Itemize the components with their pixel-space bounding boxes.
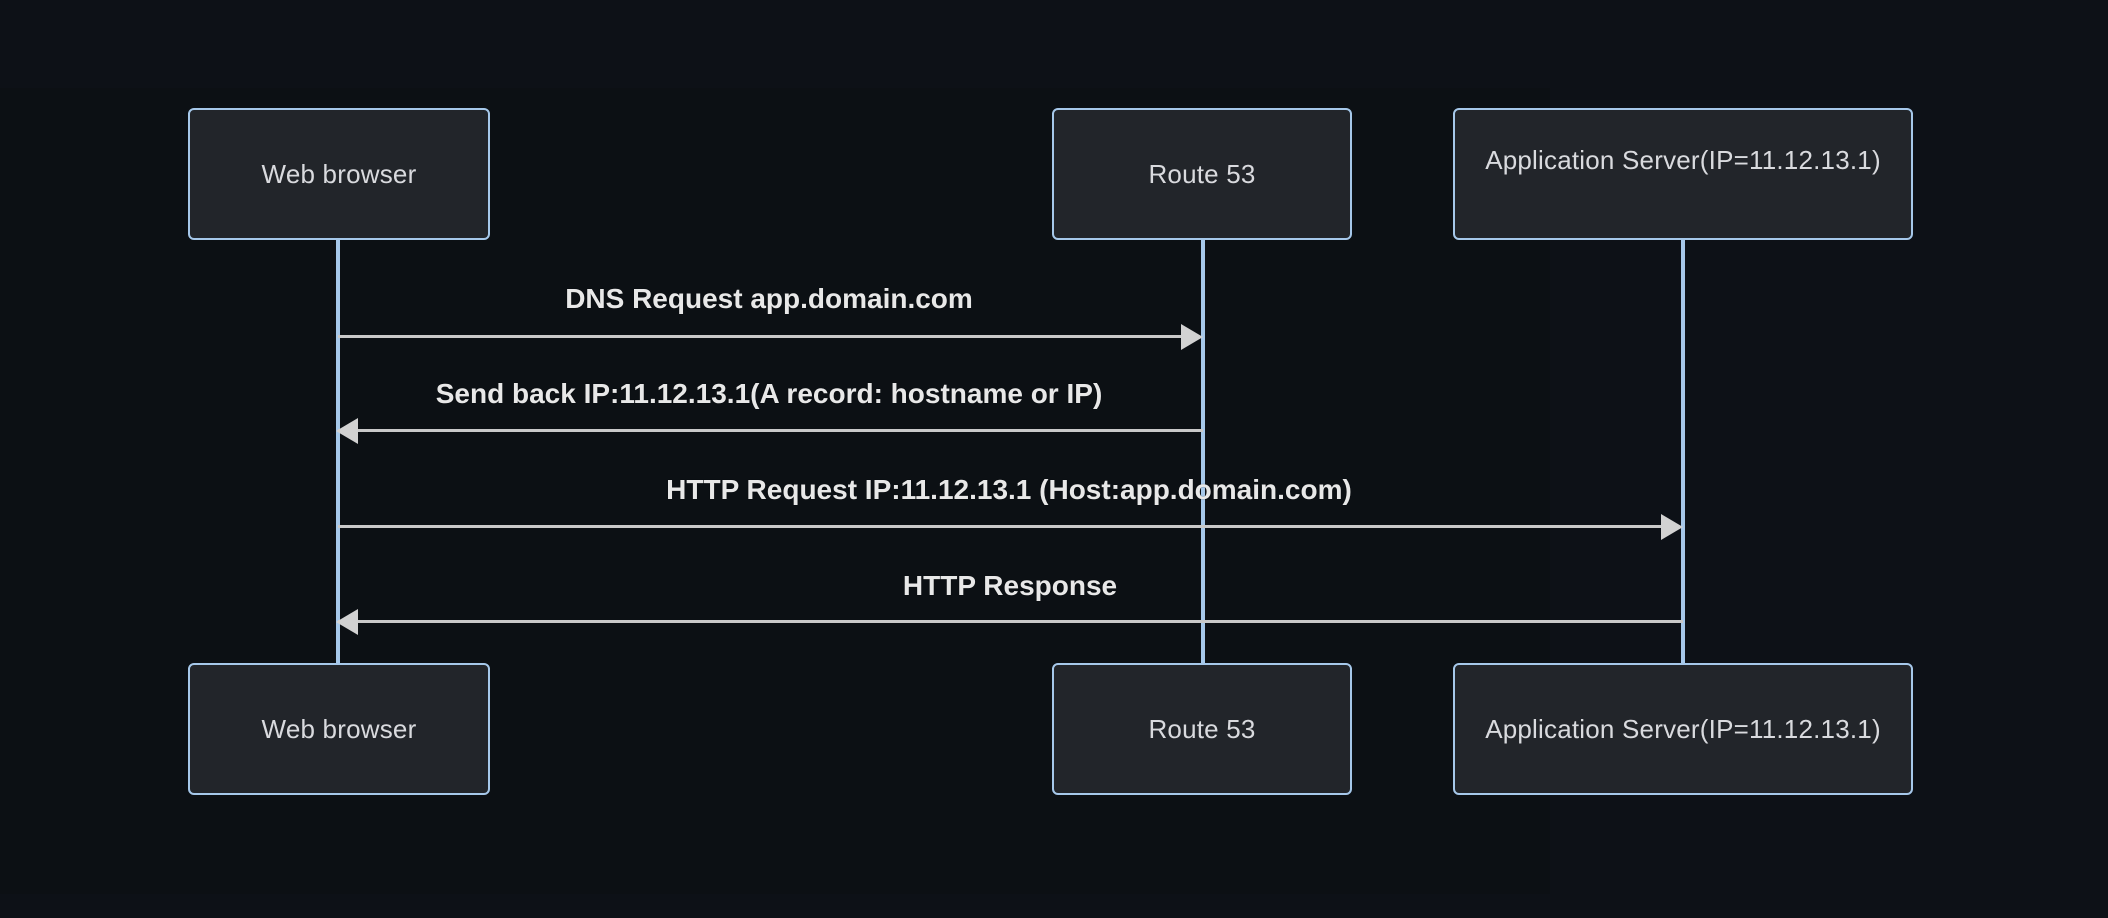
participant-label-top-browser: Web browser xyxy=(261,158,417,189)
participant-label-bottom-browser: Web browser xyxy=(261,713,417,744)
message-line-4 xyxy=(338,620,1683,623)
participant-box-top-browser[interactable]: Web browser xyxy=(188,108,490,240)
participant-label-bottom-route53: Route 53 xyxy=(1148,713,1256,744)
lifeline-appserver xyxy=(1681,238,1685,668)
participant-label-top-route53: Route 53 xyxy=(1148,158,1256,189)
participant-box-top-route53[interactable]: Route 53 xyxy=(1052,108,1352,240)
message-line-2 xyxy=(338,429,1203,432)
message-line-3 xyxy=(338,525,1663,528)
message-label-2: Send back IP:11.12.13.1(A record: hostna… xyxy=(435,378,1103,409)
participant-label-bottom-appserver: Application Server(IP=11.12.13.1) xyxy=(1485,713,1881,744)
participant-box-top-appserver[interactable]: Application Server(IP=11.12.13.1) xyxy=(1453,108,1913,240)
participant-box-bottom-browser[interactable]: Web browser xyxy=(188,663,490,795)
lifeline-browser xyxy=(336,238,340,668)
message-arrowhead-2 xyxy=(336,418,358,444)
message-label-1: DNS Request app.domain.com xyxy=(565,283,973,314)
message-arrowhead-1 xyxy=(1181,324,1203,350)
message-arrowhead-4 xyxy=(336,609,358,635)
lifeline-route53 xyxy=(1201,238,1205,668)
message-line-1 xyxy=(338,335,1183,338)
message-arrowhead-3 xyxy=(1661,514,1683,540)
participant-label-top-appserver: Application Server(IP=11.12.13.1) xyxy=(1485,145,1881,175)
participant-box-bottom-route53[interactable]: Route 53 xyxy=(1052,663,1352,795)
message-label-4: HTTP Response xyxy=(902,570,1118,601)
participant-box-bottom-appserver[interactable]: Application Server(IP=11.12.13.1) xyxy=(1453,663,1913,795)
message-label-3: HTTP Request IP:11.12.13.1 (Host:app.dom… xyxy=(666,474,1352,505)
